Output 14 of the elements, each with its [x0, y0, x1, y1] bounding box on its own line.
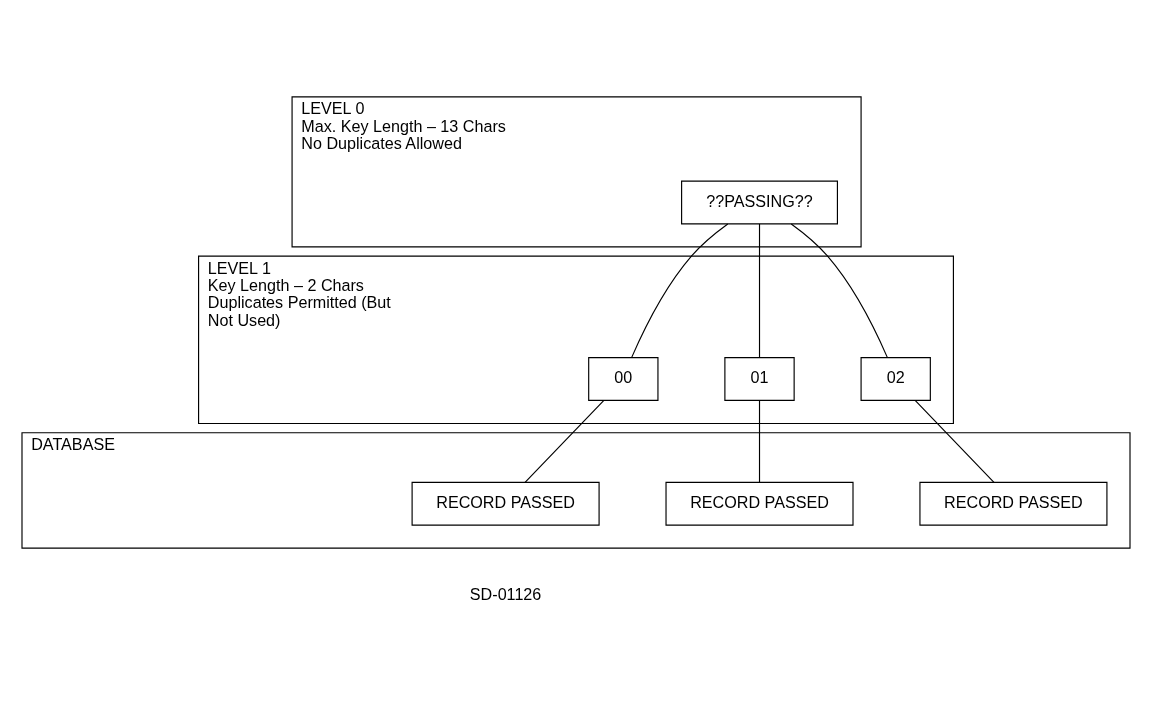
node-box: RECORD PASSED: [919, 481, 1108, 526]
connector: [758, 222, 761, 358]
label: SD-01126: [469, 584, 542, 603]
node-box: 01: [724, 356, 795, 401]
connector: [790, 222, 888, 358]
node-box: 00: [588, 356, 659, 401]
connector: [914, 399, 995, 483]
node-box: ??PASSING??: [681, 180, 838, 224]
node-box: RECORD PASSED: [411, 481, 600, 526]
node-box: 02: [860, 356, 931, 401]
connector: [631, 222, 729, 358]
connector: [758, 399, 761, 483]
node-box: RECORD PASSED: [665, 481, 854, 526]
connector: [524, 399, 605, 483]
